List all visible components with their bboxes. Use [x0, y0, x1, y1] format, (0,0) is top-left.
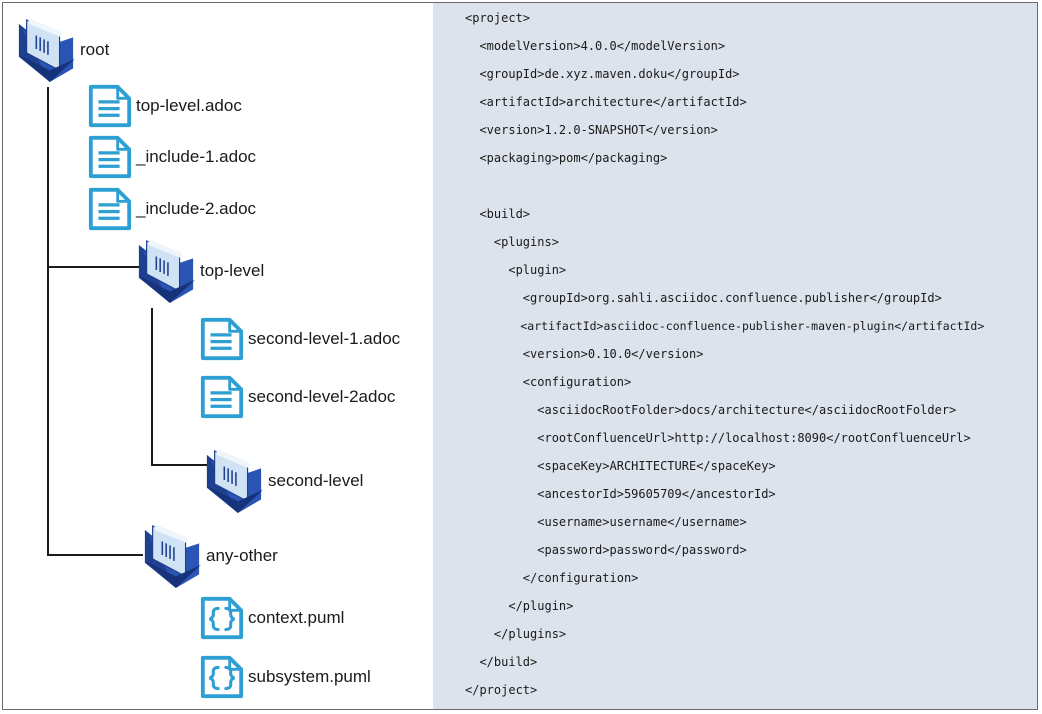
- tree-line-top-level-to-second-level: [151, 464, 209, 466]
- code-line: <password>password</password>: [465, 543, 747, 557]
- folder-icon: [141, 521, 203, 591]
- document-icon: [199, 374, 245, 420]
- code-line: <spaceKey>ARCHITECTURE</spaceKey>: [465, 459, 776, 473]
- code-line: <ancestorId>59605709</ancestorId>: [465, 487, 776, 501]
- code-line: </configuration>: [465, 571, 639, 585]
- document-icon: [87, 186, 133, 232]
- code-line: <plugin>: [465, 263, 567, 277]
- folder-second-level[interactable]: second-level: [203, 446, 363, 516]
- code-line: </project>: [465, 683, 538, 697]
- document-icon: [87, 134, 133, 180]
- code-line: </plugins>: [465, 627, 567, 641]
- code-file-icon: [199, 595, 245, 641]
- code-line: <modelVersion>4.0.0</modelVersion>: [465, 39, 726, 53]
- file-label: context.puml: [248, 608, 345, 627]
- code-line: <version>0.10.0</version>: [465, 347, 704, 361]
- code-line: <project>: [465, 11, 531, 25]
- code-line: <groupId>de.xyz.maven.doku</groupId>: [465, 67, 740, 81]
- code-line: <artifactId>architecture</artifactId>: [465, 95, 747, 109]
- code-line: <packaging>pom</packaging>: [465, 151, 668, 165]
- folder-label: root: [80, 40, 110, 59]
- code-line: <username>username</username>: [465, 515, 747, 529]
- folder-icon: [135, 236, 197, 306]
- file-top-level-adoc[interactable]: top-level.adoc: [87, 83, 242, 129]
- code-line: </build>: [465, 655, 538, 669]
- file-context-puml[interactable]: context.puml: [199, 595, 344, 641]
- code-line: <version>1.2.0-SNAPSHOT</version>: [465, 123, 718, 137]
- folder-label: second-level: [268, 471, 364, 490]
- code-line: <asciidocRootFolder>docs/architecture</a…: [465, 403, 957, 417]
- file-label: _include-2.adoc: [136, 199, 257, 218]
- folder-any-other[interactable]: any-other: [141, 521, 278, 591]
- folder-label: any-other: [206, 546, 278, 565]
- code-line: <groupId>org.sahli.asciidoc.confluence.p…: [465, 291, 942, 305]
- folder-root[interactable]: root: [15, 15, 109, 85]
- folder-label: top-level: [200, 261, 265, 280]
- document-icon: [87, 83, 133, 129]
- file-include-2-adoc[interactable]: _include-2.adoc: [87, 186, 256, 232]
- file-second-level-1-adoc[interactable]: second-level-1.adoc: [199, 316, 400, 362]
- folder-icon: [15, 15, 77, 85]
- pom-xml-code: <project> <modelVersion>4.0.0</modelVers…: [433, 3, 1037, 709]
- file-include-1-adoc[interactable]: _include-1.adoc: [87, 134, 256, 180]
- tree-line-root-to-top-level: [47, 266, 139, 268]
- file-subsystem-puml[interactable]: subsystem.puml: [199, 654, 371, 700]
- file-label: second-level-2adoc: [248, 387, 396, 406]
- code-line: <artifactId>asciidoc-confluence-publishe…: [465, 319, 985, 333]
- code-line: <rootConfluenceUrl>http://localhost:8090…: [465, 431, 971, 445]
- code-line: <configuration>: [465, 375, 632, 389]
- code-file-icon: [199, 654, 245, 700]
- code-line: <build>: [465, 207, 531, 221]
- tree-line-top-level-vertical: [151, 308, 153, 466]
- file-label: top-level.adoc: [136, 96, 242, 115]
- tree-line-root-vertical: [47, 87, 49, 556]
- code-line: <plugins>: [465, 235, 559, 249]
- file-second-level-2-adoc[interactable]: second-level-2adoc: [199, 374, 395, 420]
- code-line: </plugin>: [465, 599, 574, 613]
- file-label: subsystem.puml: [248, 667, 371, 686]
- folder-icon: [203, 446, 265, 516]
- file-label: second-level-1.adoc: [248, 329, 401, 348]
- document-icon: [199, 316, 245, 362]
- file-label: _include-1.adoc: [136, 147, 257, 166]
- tree-line-root-to-any-other: [47, 554, 143, 556]
- folder-top-level[interactable]: top-level: [135, 236, 264, 306]
- folder-tree: root top-level.adoc _include-1.adoc _inc…: [3, 3, 433, 709]
